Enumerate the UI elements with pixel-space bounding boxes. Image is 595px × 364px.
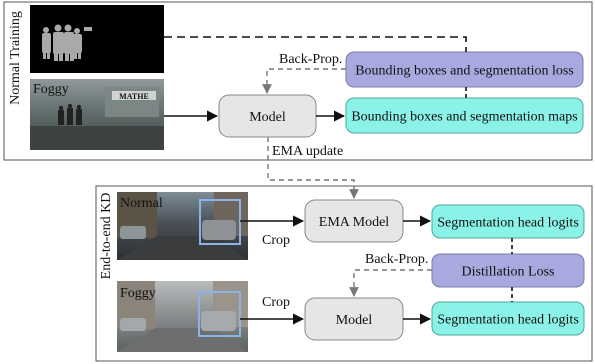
label-crop-top: Crop — [262, 233, 290, 248]
foggy-top-sign-text: MATHE — [119, 92, 149, 101]
normal-image: Normal — [117, 192, 248, 260]
svg-text:Bounding boxes and segmentatio: Bounding boxes and segmentation maps — [351, 110, 577, 125]
end-to-end-kd-frame — [95, 185, 593, 362]
ema-model-node: EMA Model — [304, 199, 404, 243]
normal-training-frame — [3, 1, 593, 161]
svg-text:Model: Model — [336, 313, 373, 328]
svg-text:Distillation Loss: Distillation Loss — [462, 265, 555, 280]
label-ema-update: EMA update — [272, 144, 343, 159]
edge-ema-update — [267, 137, 359, 199]
svg-text:Bounding boxes and segmentatio: Bounding boxes and segmentation loss — [355, 64, 574, 79]
foggy-bottom-caption: Foggy — [120, 286, 156, 301]
label-backprop-bottom: Back-Prop. — [365, 252, 428, 267]
section-title-bottom: End-to-end KD — [99, 193, 114, 280]
svg-text:EMA Model: EMA Model — [319, 215, 390, 230]
svg-text:Model: Model — [249, 110, 286, 125]
foggy-image-bottom: Foggy — [117, 281, 248, 352]
seg-logits-node-top: Segmentation head logits — [431, 204, 585, 239]
mask-image — [30, 5, 164, 73]
section-title-top: Normal Training — [8, 11, 23, 105]
model-node-bottom: Model — [304, 297, 404, 341]
edge-backprop-bottom — [349, 269, 432, 297]
distillation-loss-node: Distillation Loss — [431, 253, 585, 288]
normal-caption: Normal — [120, 196, 163, 211]
svg-text:Segmentation head logits: Segmentation head logits — [437, 313, 579, 328]
edge-backprop-top — [262, 68, 346, 94]
seg-logits-node-bottom: Segmentation head logits — [431, 301, 585, 336]
foggy-top-caption: Foggy — [33, 82, 69, 97]
edge-mask-to-loss — [164, 36, 467, 52]
svg-text:Segmentation head logits: Segmentation head logits — [437, 216, 579, 231]
model-node-top: Model — [218, 94, 317, 138]
output-node-top: Bounding boxes and segmentation maps — [345, 97, 584, 134]
label-crop-bottom: Crop — [262, 295, 290, 310]
crop-box-foggy — [198, 291, 241, 337]
loss-node-top: Bounding boxes and segmentation loss — [345, 51, 584, 88]
label-backprop-top: Back-Prop. — [279, 52, 342, 67]
foggy-image-top: MATHE Foggy — [30, 79, 164, 150]
crop-box-normal — [199, 199, 241, 245]
